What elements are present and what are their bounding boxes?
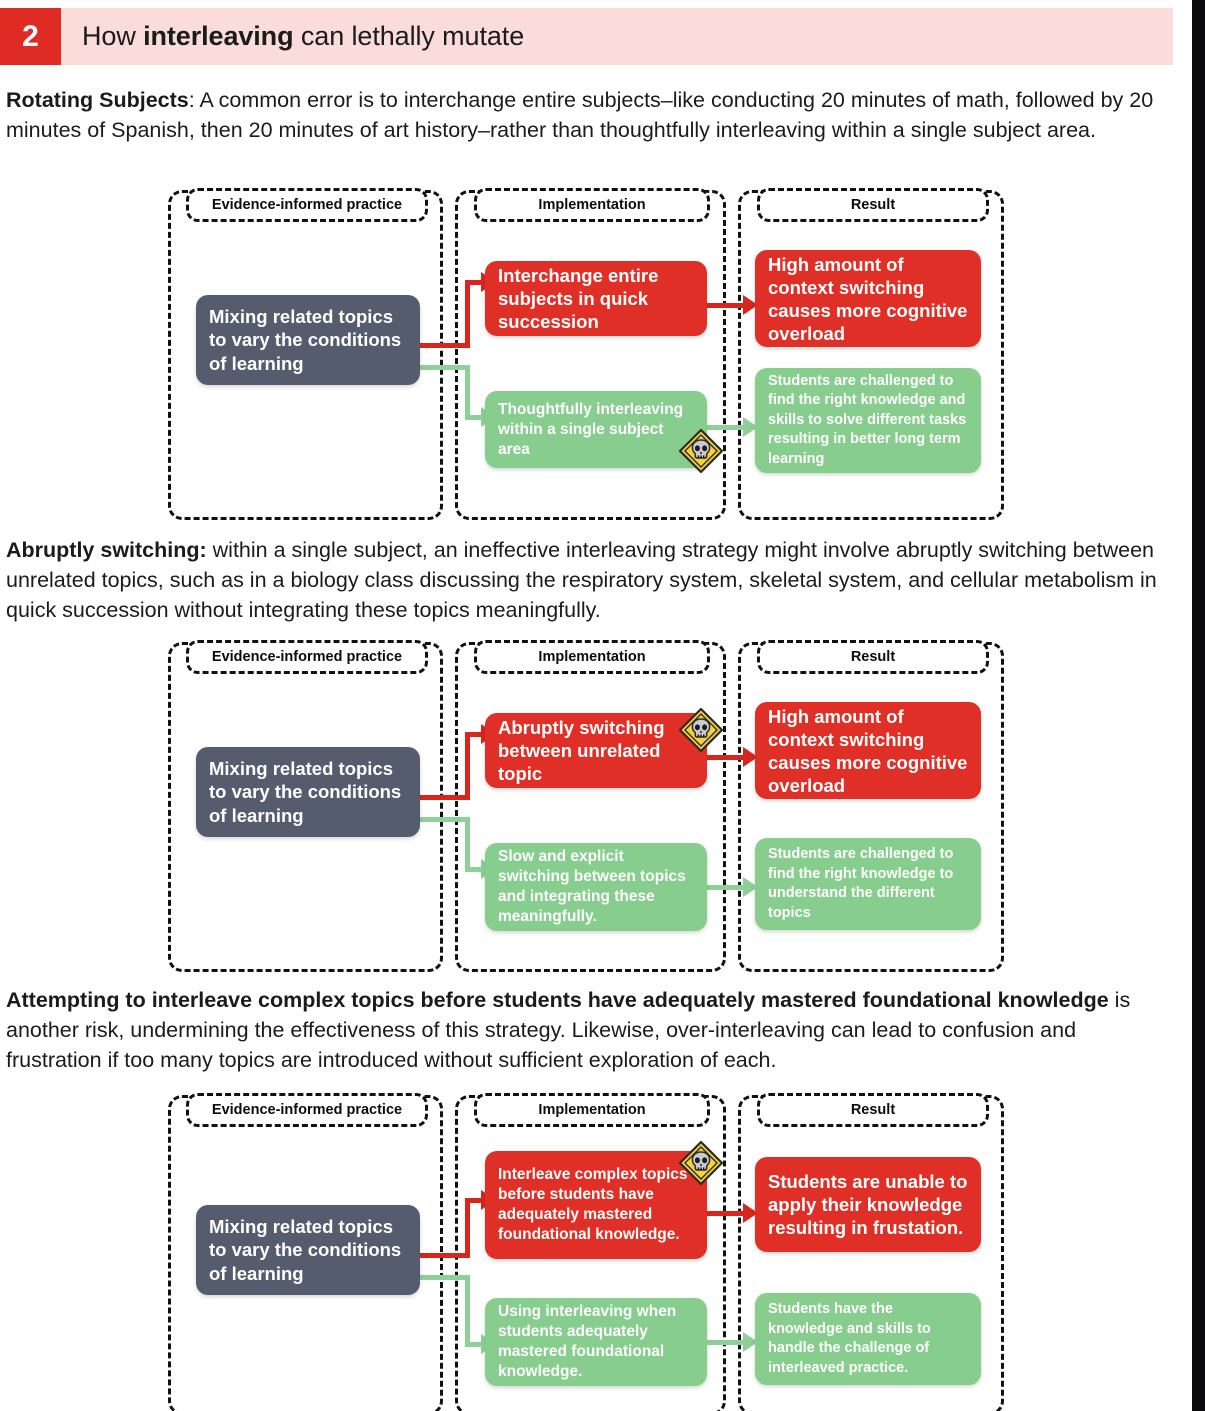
skull-hazard-icon-3	[678, 1140, 724, 1186]
connector-red-horizontal-2a	[420, 795, 470, 800]
skull-hazard-icon-1	[678, 428, 724, 474]
node-bad-implementation-2-text: Abruptly switching between unrelated top…	[498, 717, 665, 784]
diagram-rotating-subjects: Evidence-informed practice Implementatio…	[0, 180, 1192, 520]
node-bad-implementation-1: Interchange entire subjects in quick suc…	[485, 261, 707, 336]
node-good-result-1-text: Students are challenged to find the righ…	[768, 372, 967, 467]
title-part-1: How	[82, 21, 144, 51]
node-practice-2: Mixing related topics to vary the condit…	[196, 747, 420, 837]
right-edge-strip	[1192, 0, 1205, 1411]
node-good-result-2: Students are challenged to find the righ…	[755, 838, 981, 930]
paragraph-lead-2: Abruptly switching:	[6, 538, 207, 562]
paragraph-body-1: : A common error is to interchange entir…	[6, 88, 1154, 142]
arrowhead-green-result-2	[743, 877, 758, 897]
paragraph-rotating-subjects: Rotating Subjects: A common error is to …	[6, 85, 1171, 145]
connector-red-to-result-3	[707, 1211, 745, 1216]
connector-green-to-result-3	[707, 1340, 745, 1345]
node-bad-implementation-3: Interleave complex topics before student…	[485, 1151, 707, 1259]
connector-green-horizontal-2b	[465, 867, 483, 872]
node-good-implementation-2: Slow and explicit switching between topi…	[485, 843, 707, 931]
connector-red-vertical-2	[465, 732, 470, 800]
connector-green-vertical-1	[465, 365, 470, 420]
connector-red-horizontal-3b	[465, 1198, 483, 1203]
section-banner: 2 How interleaving can lethally mutate	[0, 8, 1173, 65]
paragraph-body-2: within a single subject, an ineffective …	[6, 538, 1157, 622]
arrowhead-green-result-1	[743, 417, 758, 437]
node-good-implementation-1-text: Thoughtfully interleaving within a singl…	[498, 400, 684, 458]
node-good-implementation-3: Using interleaving when students adequat…	[485, 1298, 707, 1386]
paragraph-lead-1: Rotating Subjects	[6, 88, 189, 112]
diagram-complex-topics: Evidence-informed practice Implementatio…	[0, 1085, 1192, 1411]
node-practice-3-text: Mixing related topics to vary the condit…	[209, 1215, 402, 1284]
node-bad-result-1-text: High amount of context switching causes …	[768, 253, 968, 344]
arrowhead-green-result-3	[743, 1332, 758, 1352]
skull-hazard-icon-2	[678, 707, 724, 753]
connector-red-vertical-3	[465, 1198, 470, 1258]
connector-red-horizontal-2b	[465, 732, 483, 737]
node-bad-implementation-3-text: Interleave complex topics before student…	[498, 1166, 688, 1243]
lane-label-implementation-3: Implementation	[474, 1093, 710, 1127]
node-bad-result-2-text: High amount of context switching causes …	[768, 705, 968, 796]
node-practice-3: Mixing related topics to vary the condit…	[196, 1205, 420, 1295]
lane-label-evidence-3: Evidence-informed practice	[186, 1093, 428, 1127]
node-good-result-1: Students are challenged to find the righ…	[755, 368, 981, 473]
node-bad-result-3: Students are unable to apply their knowl…	[755, 1157, 981, 1252]
connector-green-horizontal-1a	[420, 365, 470, 370]
connector-green-horizontal-1b	[465, 415, 483, 420]
node-good-result-3-text: Students have the knowledge and skills t…	[768, 1301, 931, 1376]
node-bad-result-1: High amount of context switching causes …	[755, 250, 981, 347]
connector-green-horizontal-2a	[420, 817, 470, 822]
node-good-implementation-2-text: Slow and explicit switching between topi…	[498, 848, 686, 925]
lane-label-implementation-2: Implementation	[474, 640, 710, 674]
connector-red-horizontal-1b	[465, 280, 483, 285]
node-bad-implementation-1-text: Interchange entire subjects in quick suc…	[498, 265, 659, 332]
connector-red-to-result-2	[707, 755, 745, 760]
title-part-2: can lethally mutate	[293, 21, 525, 51]
paragraph-body-3: is another risk, undermining the effecti…	[6, 988, 1131, 1072]
lane-label-result-3: Result	[757, 1093, 989, 1127]
lane-label-result-2: Result	[757, 640, 989, 674]
node-good-implementation-1: Thoughtfully interleaving within a singl…	[485, 391, 707, 468]
arrowhead-red-result-3	[743, 1203, 758, 1223]
connector-red-to-result-1	[707, 303, 745, 308]
lane-label-evidence-1: Evidence-informed practice	[186, 188, 428, 222]
diagram-abruptly-switching: Evidence-informed practice Implementatio…	[0, 632, 1192, 972]
lane-label-evidence-2: Evidence-informed practice	[186, 640, 428, 674]
connector-green-vertical-3	[465, 1275, 470, 1347]
section-number-badge: 2	[0, 8, 61, 65]
connector-green-to-result-1	[707, 425, 745, 430]
lane-label-result-1: Result	[757, 188, 989, 222]
node-bad-implementation-2: Abruptly switching between unrelated top…	[485, 713, 707, 788]
connector-green-horizontal-3b	[465, 1342, 483, 1347]
paragraph-complex-topics: Attempting to interleave complex topics …	[6, 985, 1171, 1075]
connector-red-horizontal-1a	[420, 343, 470, 348]
arrowhead-red-result-1	[743, 295, 758, 315]
node-good-result-2-text: Students are challenged to find the righ…	[768, 846, 954, 921]
connector-red-vertical-1	[465, 280, 470, 348]
connector-green-to-result-2	[707, 885, 745, 890]
node-practice-2-text: Mixing related topics to vary the condit…	[209, 757, 402, 826]
connector-red-horizontal-3a	[420, 1253, 470, 1258]
connector-green-horizontal-3a	[420, 1275, 470, 1280]
title-emphasis: interleaving	[143, 21, 294, 51]
arrowhead-red-result-2	[743, 747, 758, 767]
lane-label-implementation-1: Implementation	[474, 188, 710, 222]
page-title: How interleaving can lethally mutate	[82, 21, 524, 52]
node-bad-result-3-text: Students are unable to apply their knowl…	[768, 1171, 968, 1238]
node-practice-1: Mixing related topics to vary the condit…	[196, 295, 420, 385]
connector-green-vertical-2	[465, 817, 470, 872]
paragraph-lead-3: Attempting to interleave complex topics …	[6, 988, 1109, 1012]
node-good-implementation-3-text: Using interleaving when students adequat…	[498, 1303, 677, 1380]
node-bad-result-2: High amount of context switching causes …	[755, 702, 981, 799]
node-good-result-3: Students have the knowledge and skills t…	[755, 1293, 981, 1385]
paragraph-abruptly-switching: Abruptly switching: within a single subj…	[6, 535, 1171, 625]
node-practice-1-text: Mixing related topics to vary the condit…	[209, 305, 402, 374]
